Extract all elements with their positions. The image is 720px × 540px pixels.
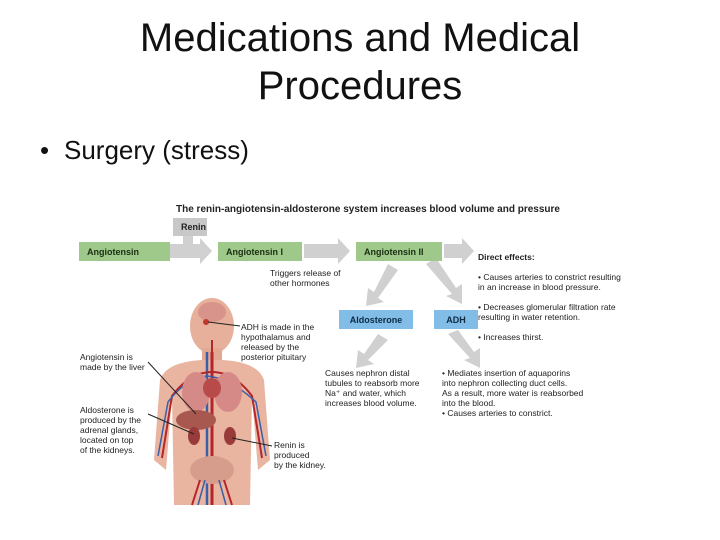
arrow-ang2-to-adh	[426, 258, 462, 304]
bullet-item: • Surgery (stress)	[40, 134, 249, 166]
slide-title: Medications and Medical Procedures	[60, 14, 660, 110]
angiotensin-box: Angiotensin	[79, 242, 170, 261]
slide-title-line-1: Medications and Medical	[139, 16, 581, 60]
arrow-ang2-to-effects	[444, 238, 474, 264]
pointer-angiotensin	[147, 361, 197, 415]
arrow-aldosterone-down	[356, 334, 388, 368]
aldosterone-source-label: Aldosterone is produced by the adrenal g…	[80, 405, 141, 455]
adh-box: ADH	[434, 310, 478, 329]
aldosterone-effect-note: Causes nephron distal tubules to reabsor…	[325, 368, 420, 408]
diagram-title: The renin-angiotensin-aldosterone system…	[176, 204, 560, 215]
direct-effect-item: • Causes arteries to constrict resulting…	[478, 272, 621, 292]
direct-effect-item: • Increases thirst.	[478, 332, 544, 342]
direct-effects-heading: Direct effects:	[478, 252, 535, 262]
direct-effect-item: • Decreases glomerular filtration rate r…	[478, 302, 616, 322]
adh-effect-note: • Mediates insertion of aquaporins into …	[442, 368, 584, 418]
angiotensin-1-box: Angiotensin I	[218, 242, 302, 261]
pointer-renin	[231, 437, 273, 447]
bullet-dot: •	[40, 135, 50, 165]
human-body-illustration	[154, 298, 270, 506]
renin-source-label: Renin is produced by the kidney.	[274, 440, 326, 470]
direct-effects-note: Direct effects: • Causes arteries to con…	[478, 242, 621, 352]
triggers-note: Triggers release of other hormones	[270, 268, 341, 288]
renin-box: Renin	[173, 218, 207, 236]
angiotensin-source-label: Angiotensin is made by the liver	[80, 352, 145, 372]
adh-source-label: ADH is made in the hypothalamus and rele…	[241, 322, 315, 362]
pointer-adh	[207, 321, 241, 327]
arrow-ang1-to-ang2	[304, 238, 350, 264]
arrow-renin-down	[178, 236, 198, 252]
arrow-adh-down	[448, 330, 480, 368]
arrow-ang2-to-aldosterone	[366, 264, 398, 306]
pointer-aldosterone	[147, 413, 195, 435]
bullet-text: Surgery (stress)	[64, 135, 249, 165]
slide-title-line-2: Procedures	[257, 64, 463, 108]
angiotensin-2-box: Angiotensin II	[356, 242, 442, 261]
aldosterone-box: Aldosterone	[339, 310, 413, 329]
